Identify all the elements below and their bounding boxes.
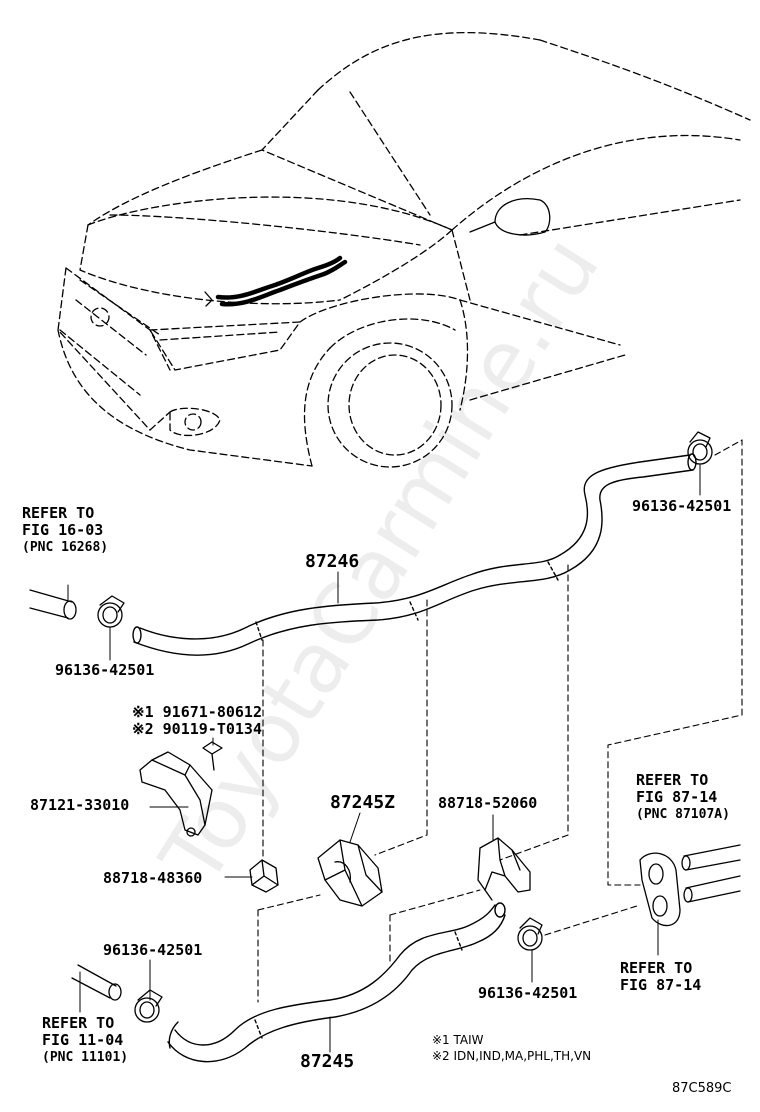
part-label-96136-left: 96136-42501 bbox=[55, 661, 155, 679]
clamp-lower-mid bbox=[517, 917, 543, 951]
refer-line-1: REFER TO bbox=[42, 1014, 115, 1032]
refer-label-fig-87-14-top: REFER TO FIG 87-14 (PNC 87107A) bbox=[636, 772, 730, 823]
car-front-outline bbox=[57, 31, 751, 468]
clamp-lower-left bbox=[134, 989, 163, 1023]
clip-88718-52060 bbox=[477, 837, 531, 901]
part-label-87245: 87245 bbox=[300, 1051, 355, 1072]
part-label-87246: 87246 bbox=[305, 551, 360, 572]
refer-line-1: REFER TO bbox=[636, 771, 709, 789]
refer-line-3: (PNC 11101) bbox=[42, 1050, 129, 1065]
clamp-left-upper bbox=[97, 595, 125, 628]
part-label-bolt-2: ※2 90119-T0134 bbox=[132, 720, 262, 738]
refer-label-fig-16-03: REFER TO FIG 16-03 (PNC 16268) bbox=[22, 505, 108, 556]
part-label-96136-top-right: 96136-42501 bbox=[632, 497, 732, 515]
refer-line-2: FIG 16-03 bbox=[22, 521, 104, 539]
pipe-fig-11-04 bbox=[71, 964, 122, 1001]
footnote-2: ※2 IDN,IND,MA,PHL,TH,VN bbox=[432, 1049, 592, 1063]
side-mirror bbox=[469, 198, 551, 236]
clip-88718-48360 bbox=[249, 859, 279, 893]
refer-label-fig-87-14-bottom: REFER TO FIG 87-14 bbox=[620, 960, 701, 994]
refer-line-1: REFER TO bbox=[22, 504, 95, 522]
part-label-96136-lower-left: 96136-42501 bbox=[103, 941, 203, 959]
pipes-fig-87-14 bbox=[681, 844, 741, 903]
pipe-fig-16-03 bbox=[29, 589, 77, 620]
part-label-88718-52060: 88718-52060 bbox=[438, 794, 538, 812]
hood-mark bbox=[204, 291, 213, 307]
hood-hose-location bbox=[215, 255, 348, 307]
part-label-88718-48360: 88718-48360 bbox=[103, 869, 203, 887]
refer-line-3: (PNC 87107A) bbox=[636, 807, 730, 822]
footnote-1: ※1 TAIW bbox=[432, 1033, 484, 1047]
label-leaders bbox=[67, 464, 701, 1053]
bracket-87121 bbox=[139, 751, 213, 837]
part-label-96136-lower-mid: 96136-42501 bbox=[478, 984, 578, 1002]
figure-code: 87C589C bbox=[672, 1081, 732, 1096]
refer-line-2: FIG 11-04 bbox=[42, 1031, 124, 1049]
clamp-top-right bbox=[687, 431, 713, 465]
bolt bbox=[202, 741, 223, 771]
part-label-bolt-1: ※1 91671-80612 bbox=[132, 703, 262, 721]
part-label-87121-33010: 87121-33010 bbox=[30, 796, 130, 814]
clamp-87245Z bbox=[317, 839, 383, 907]
refer-line-1: REFER TO bbox=[620, 959, 693, 977]
refer-line-2: FIG 87-14 bbox=[636, 788, 718, 806]
refer-line-2: FIG 87-14 bbox=[620, 976, 702, 994]
refer-label-fig-11-04: REFER TO FIG 11-04 (PNC 11101) bbox=[42, 1015, 128, 1066]
hose-87245 bbox=[167, 902, 506, 1063]
part-label-87245Z: 87245Z bbox=[330, 792, 396, 813]
refer-line-3: (PNC 16268) bbox=[22, 540, 109, 555]
leader-lines bbox=[257, 439, 743, 1003]
hose-87246 bbox=[132, 453, 697, 656]
grommet bbox=[639, 852, 681, 927]
